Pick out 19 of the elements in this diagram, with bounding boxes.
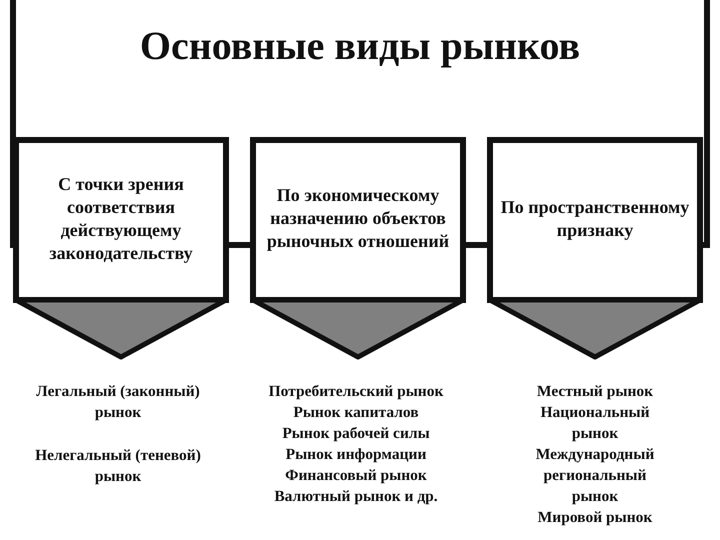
- market-type-text: Рынок рабочей силы: [281, 424, 431, 444]
- category-heading: По экономическому назначению объектов рыночных отношений: [266, 184, 450, 253]
- market-type-text: Национальный рынок: [539, 403, 651, 444]
- category-heading: С точки зрения соответствия действующему законодательству: [48, 172, 194, 264]
- category-box: [13, 137, 229, 303]
- category-heading: По пространственному признаку: [500, 196, 690, 242]
- category-box: [487, 137, 703, 303]
- market-type-text: Валютный рынок и др.: [273, 487, 439, 507]
- market-type-text: Финансовый рынок: [284, 466, 428, 486]
- market-type-text: Рынок информации: [284, 445, 428, 465]
- market-type-text: Международный региональный рынок: [534, 445, 656, 507]
- market-type-text: Мировой рынок: [536, 508, 654, 528]
- title: Основные виды рынков: [140, 22, 580, 70]
- market-type-text: Потребительский рынок: [268, 382, 444, 402]
- market-type-text: Нелегальный (теневой) рынок: [34, 446, 202, 487]
- market-type-text: Местный рынок: [536, 382, 654, 402]
- market-type-text: Рынок капиталов: [292, 403, 420, 423]
- market-type-text: Легальный (законный) рынок: [35, 382, 201, 423]
- category-box: [250, 137, 466, 303]
